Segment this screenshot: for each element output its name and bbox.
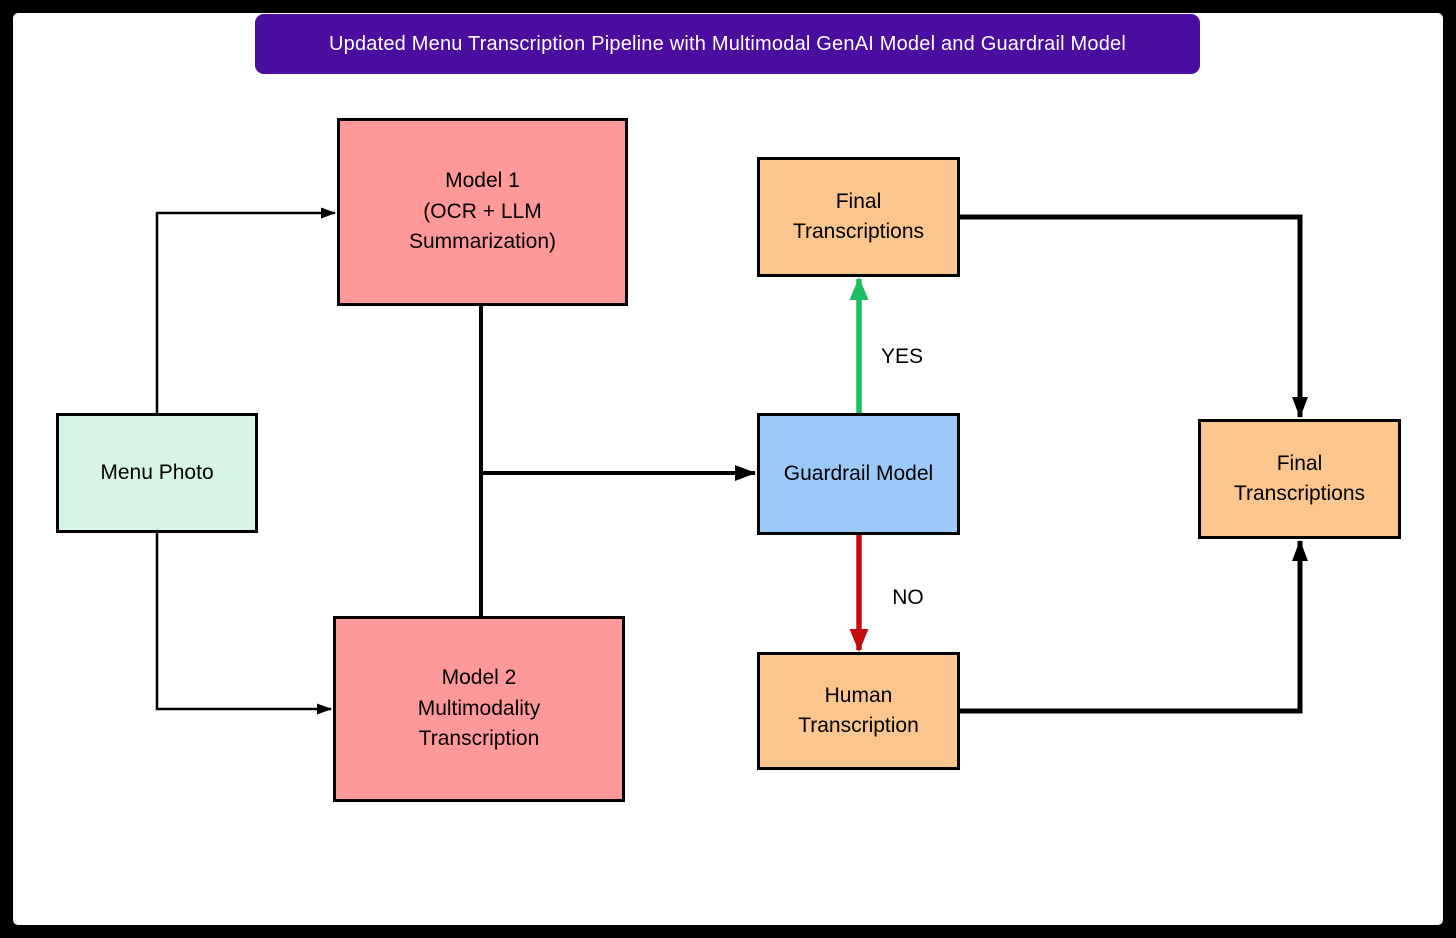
- node-model-2: Model 2 Multimodality Transcription: [333, 616, 625, 802]
- title-text: Updated Menu Transcription Pipeline with…: [328, 32, 1126, 55]
- node-final-transcriptions-right-label: Final Transcriptions: [1233, 451, 1366, 505]
- node-final-transcriptions-top: Final Transcriptions: [757, 157, 960, 277]
- edge-human-to-finalright: [960, 540, 1308, 714]
- node-model-1: Model 1 (OCR + LLM Summarization): [337, 118, 628, 306]
- edge-menu-to-model1: [155, 207, 336, 413]
- connector-lines: [155, 207, 1308, 715]
- node-guardrail-model: Guardrail Model: [757, 413, 960, 535]
- node-menu-photo-label: Menu Photo: [100, 460, 214, 484]
- node-final-transcriptions-right: Final Transcriptions: [1198, 419, 1401, 539]
- edge-menu-to-model2: [155, 533, 332, 715]
- node-menu-photo: Menu Photo: [56, 413, 258, 533]
- diagram-stage: Updated Menu Transcription Pipeline with…: [13, 13, 1443, 925]
- node-model-1-label: Model 1 (OCR + LLM Summarization): [408, 169, 557, 254]
- node-human-transcription-label: Human Transcription: [798, 683, 919, 737]
- node-guardrail-model-label: Guardrail Model: [783, 461, 934, 485]
- node-model-2-label: Model 2 Multimodality Transcription: [417, 666, 541, 751]
- node-human-transcription: Human Transcription: [757, 652, 960, 770]
- diagram-canvas: Updated Menu Transcription Pipeline with…: [13, 13, 1443, 925]
- edge-label-no: NO: [892, 586, 924, 609]
- node-final-transcriptions-top-label: Final Transcriptions: [792, 189, 925, 243]
- edge-finaltop-to-finalright: [960, 214, 1308, 418]
- title-banner: Updated Menu Transcription Pipeline with…: [255, 14, 1200, 74]
- edge-label-yes: YES: [880, 345, 924, 368]
